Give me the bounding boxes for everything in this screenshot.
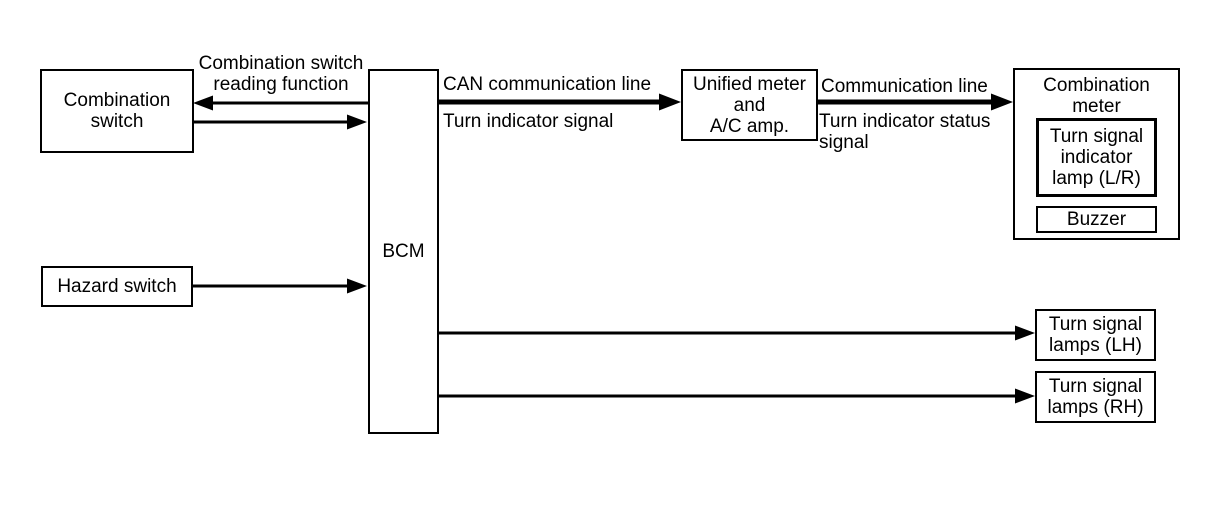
arrow-bcm-to-unified-meter	[438, 93, 681, 111]
turn-signal-lamps-lh-label: Turn signal lamps (LH)	[1048, 314, 1143, 356]
combination-switch-label: Combination switch	[63, 90, 171, 132]
hazard-switch-box: Hazard switch	[41, 266, 193, 307]
bcm-label: BCM	[382, 241, 425, 262]
turn-signal-lamps-rh-box: Turn signal lamps (RH)	[1035, 371, 1156, 423]
bcm-box: BCM	[368, 69, 439, 434]
turn-signal-lamps-rh-label: Turn signal lamps (RH)	[1047, 376, 1144, 418]
combination-meter-box: Combination meter Turn signal indicator …	[1013, 68, 1180, 240]
edge-label-combination-switch-reading-function: Combination switch reading function	[198, 53, 364, 95]
arrow-bcm-to-turn-signal-lamps-rh	[438, 388, 1035, 404]
arrow-bcm-to-combination-switch	[193, 95, 368, 111]
hazard-switch-label: Hazard switch	[57, 276, 177, 297]
unified-meter-box: Unified meter and A/C amp.	[681, 69, 818, 141]
buzzer-label: Buzzer	[1066, 209, 1127, 230]
combination-meter-title: Combination meter	[1043, 75, 1150, 117]
arrow-unified-meter-to-combination-meter	[817, 93, 1013, 111]
turn-signal-lamps-lh-box: Turn signal lamps (LH)	[1035, 309, 1156, 361]
edge-label-turn-indicator-status-signal: Turn indicator status signal	[819, 111, 991, 153]
turn-signal-indicator-lamp-label: Turn signal indicator lamp (L/R)	[1049, 126, 1144, 189]
arrow-hazard-switch-to-bcm	[193, 278, 367, 294]
edge-label-can-communication-line: CAN communication line	[443, 74, 652, 95]
combination-switch-box: Combination switch	[40, 69, 194, 153]
arrow-combination-switch-to-bcm	[193, 114, 367, 130]
edge-label-turn-indicator-signal: Turn indicator signal	[443, 111, 614, 132]
buzzer-box: Buzzer	[1036, 206, 1157, 233]
arrow-bcm-to-turn-signal-lamps-lh	[438, 325, 1035, 341]
turn-signal-indicator-lamp-box: Turn signal indicator lamp (L/R)	[1036, 118, 1157, 197]
edge-label-communication-line: Communication line	[821, 76, 988, 97]
unified-meter-label: Unified meter and A/C amp.	[693, 73, 806, 137]
